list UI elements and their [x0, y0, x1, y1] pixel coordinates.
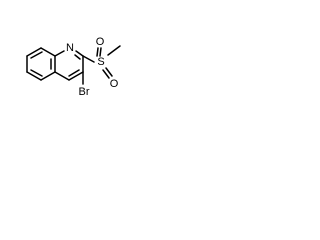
bond-c4-c4a	[54, 71, 70, 81]
atom-o-upper-label: O	[96, 36, 105, 48]
bond-c3-c4	[68, 71, 84, 81]
benzo-ring	[26, 47, 56, 81]
bond-c3-c4-inner	[68, 69, 80, 77]
bond-s-o-lower-a	[105, 67, 113, 77]
bond-s-methyl	[107, 45, 121, 56]
pyridine-ring	[54, 50, 84, 81]
chemical-structure: N Br S O O	[26, 36, 121, 98]
bond-s-o-upper-b	[99, 47, 102, 57]
bond-s-o-upper-a	[96, 47, 99, 57]
bond-c5-c6	[26, 71, 42, 81]
bond-c8-c8a	[40, 47, 56, 57]
bond-n1-c2-inner	[74, 54, 81, 60]
bond-n1-c2	[75, 50, 84, 57]
bond-c6-c6-inner	[30, 69, 43, 77]
atom-o-lower-label: O	[110, 78, 119, 90]
atom-n-label: N	[66, 42, 74, 54]
bond-c7-c8	[26, 47, 42, 57]
bond-c8a-n1	[54, 50, 65, 57]
atom-br-label: Br	[79, 86, 90, 98]
bond-c2-s	[82, 55, 95, 63]
bond-c7-c8-inner	[30, 51, 43, 59]
bond-s-o-lower-b	[102, 69, 110, 79]
atom-s-label: S	[97, 56, 104, 68]
bond-c4a-c5	[40, 71, 56, 81]
